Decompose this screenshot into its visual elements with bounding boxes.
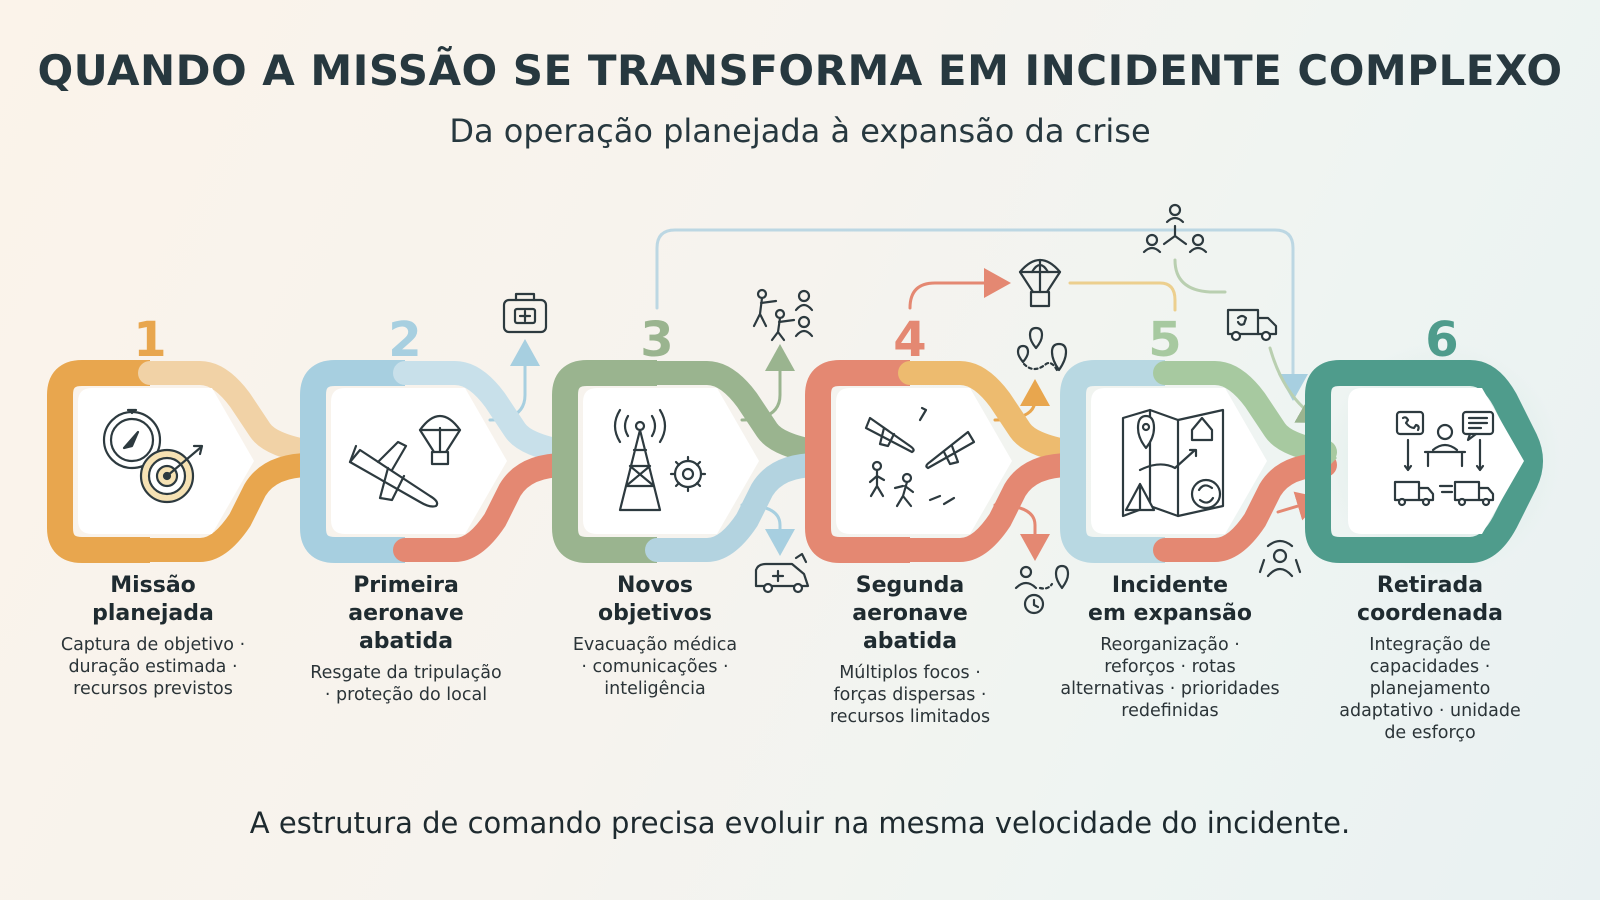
network-people-icon [1142, 203, 1208, 254]
stage-1-number: 1 [133, 312, 167, 368]
medical-kit-icon [502, 292, 548, 334]
page-subtitle: Da operação planejada à expansão da cris… [449, 112, 1151, 150]
page-title: QUANDO A MISSÃO SE TRANSFORMA EM INCIDEN… [37, 46, 1563, 95]
stage-1-node [47, 360, 322, 563]
footer-statement: A estrutura de comando precisa evoluir n… [249, 806, 1351, 840]
stage-6-node [1305, 360, 1543, 563]
reinforcement-person-icon [1258, 539, 1302, 578]
stage-4-node [805, 360, 1082, 563]
location-route-icon [1016, 326, 1068, 374]
stage-3-node [552, 360, 829, 563]
stage-3-number: 3 [640, 312, 674, 368]
armed-personnel-icon [752, 288, 814, 342]
supply-truck-icon [1226, 308, 1278, 342]
personnel-location-icon [1014, 564, 1070, 615]
downed-aircraft-parachute-icon [348, 414, 462, 508]
stage-1-description: Captura de objetivo ·duração estimada ·r… [60, 635, 246, 699]
two-aircraft-personnel-icon [864, 406, 976, 508]
stage-6-number: 6 [1425, 312, 1459, 368]
stage-2-node [300, 360, 577, 563]
stage-4-description: Múltiplos focos ·forças dispersas ·recur… [829, 663, 991, 727]
stage-2-description: Resgate da tripulação· proteção do local [310, 663, 502, 705]
map-expansion-icon [1121, 408, 1225, 518]
ambulance-icon [754, 552, 810, 594]
stage-3-description: Evacuação médica· comunicações ·inteligê… [572, 635, 738, 699]
stage-4-number: 4 [893, 312, 927, 368]
parachute-supply-icon [1018, 258, 1062, 308]
stage-5-number: 5 [1148, 312, 1182, 368]
radio-tower-gear-icon [613, 408, 707, 512]
command-center-icon [1393, 410, 1495, 507]
compass-target-icon [102, 408, 204, 504]
stage-2-number: 2 [388, 312, 422, 368]
connector-lines [488, 228, 1326, 561]
